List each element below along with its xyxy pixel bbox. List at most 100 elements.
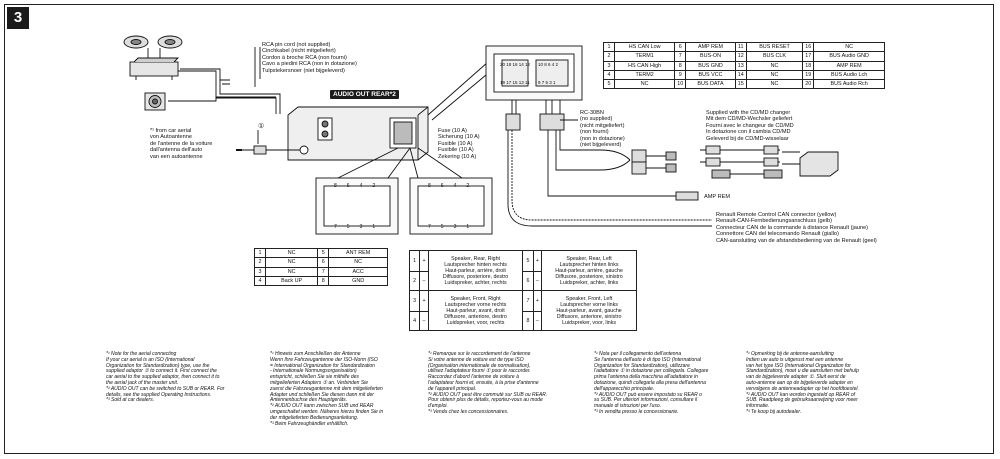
pin-number: 10 (674, 79, 687, 90)
pin-number: 2 (254, 257, 266, 268)
pin-number: 2 (603, 51, 615, 62)
svg-text:10 8 6 4 2: 10 8 6 4 2 (538, 62, 559, 67)
amp-rem-label: AMP REM (704, 194, 731, 200)
polarity: – (419, 271, 429, 291)
rc-30bn-label: RC-30BN (no supplied) (nicht mitgeliefer… (580, 110, 625, 149)
pin-number: 15 (734, 79, 747, 90)
pin-function: HS CAN High (613, 60, 676, 71)
polarity: + (532, 290, 543, 312)
pin-number: 13 (734, 60, 747, 71)
pin-function: NC (264, 266, 319, 277)
pin-function: TERM2 (613, 69, 676, 81)
pin-number: 19 (802, 69, 815, 81)
footnote-column: *¹ Note for the aerial connecting If you… (106, 351, 225, 404)
pin-function: BUS GND (685, 60, 736, 71)
section-number-badge: 3 (7, 7, 29, 29)
speaker-connector-bottom-pins: 7531 (428, 224, 480, 230)
renault-can-label: Renault Remote Control CAN connector (ye… (716, 212, 877, 244)
speaker-description: Speaker, Rear, Right Lautsprecher hinten… (427, 250, 524, 291)
pin-number: 3 (408, 290, 421, 312)
pin-number: 7 (674, 51, 687, 62)
cd-md-changer-icon (799, 151, 839, 177)
pin-function: BUS Audio Lch (813, 69, 885, 81)
footnote-column: *¹ Remarque sur le raccordement de l'ant… (428, 351, 548, 415)
pin-number: 8 (674, 60, 687, 71)
pin-function: BUS Audio Rch (813, 79, 885, 90)
cd-md-changer-label: Supplied with the CD/MD changer Mit dem … (706, 110, 794, 142)
rca-cord-label: RCA pin cord (not supplied) Cinchkabel (… (262, 42, 357, 74)
pin-number: 12 (734, 51, 747, 62)
car-aerial-label: *¹ from car aerial von Autoantenne de l'… (150, 128, 213, 160)
pin-function: TERM1 (613, 51, 676, 62)
pin-number: 9 (674, 69, 687, 81)
speaker-connector-table: 1 + Speaker, Rear, Right Lautsprecher hi… (408, 250, 637, 331)
pin-number: 8 (522, 311, 534, 331)
pin-number: 18 (802, 60, 815, 71)
pin-function: NC (328, 257, 388, 268)
pin-number: 2 (408, 271, 421, 291)
pin-function: ACC (328, 266, 388, 277)
pin-number: 4 (603, 69, 615, 81)
pin-function: BUS-ON (685, 51, 736, 62)
pin-number: 1 (408, 250, 421, 272)
pin-function: HS CAN Low (613, 41, 676, 53)
pin-function: BUS Audio GND (813, 51, 885, 62)
pin-number: 1 (254, 247, 266, 259)
pin-number: 5 (522, 250, 534, 272)
pin-number: 6 (522, 271, 534, 291)
pin-number: 20 (802, 79, 815, 90)
footnote-column: *¹ Hinweis zum Anschließen der Antenne W… (270, 351, 384, 427)
polarity: + (419, 250, 429, 272)
pin-function: AMP REM (685, 41, 736, 53)
pin-number: 5 (317, 247, 330, 259)
amplifier-icon (129, 61, 179, 77)
diagram-frame (4, 4, 994, 454)
footnote-column: *¹ Nota per il collegamento dell'antenna… (594, 351, 709, 415)
polarity: + (419, 290, 429, 312)
footnote-column: *¹ Opmerking bij de antenne-aansluiting … (746, 351, 859, 415)
pin-function: NC (813, 41, 885, 53)
speaker-connector-top-pins: 8642 (428, 183, 480, 189)
table-row: 4 – 8 – (408, 311, 637, 331)
pin-number: 6 (674, 41, 687, 53)
pin-number: 4 (254, 275, 266, 287)
pin-number: 17 (802, 51, 815, 62)
polarity: – (532, 271, 543, 291)
pin-function: NC (264, 257, 319, 268)
pin-function: NC (745, 60, 804, 71)
pin-number: 4 (408, 311, 421, 331)
pin-function: BUS DATA (685, 79, 736, 90)
pin-number: 8 (317, 275, 330, 287)
pin-number: 1 (603, 41, 615, 53)
adaptor-marker: ① (258, 123, 265, 130)
fuse-label: Fuse (10 A) Sicherung (10 A) Fusible (10… (438, 128, 480, 160)
polarity: – (419, 311, 429, 331)
pin-number: 5 (603, 79, 615, 90)
svg-text:19 17 15 13 11: 19 17 15 13 11 (500, 80, 530, 85)
power-connector-bottom-pins: 7531 (334, 224, 386, 230)
speaker-description: Speaker, Rear, Left Lautsprecher hinten … (541, 250, 637, 291)
pin-number: 7 (317, 266, 330, 277)
pin-number: 14 (734, 69, 747, 81)
pin-number: 3 (254, 266, 266, 277)
pin-function: BUS RESET (745, 41, 804, 53)
pin-number: 3 (603, 60, 615, 71)
pin-function: ANT REM (328, 247, 388, 259)
pin-function: NC (264, 247, 319, 259)
table-row: 3 + Speaker, Front, Right Lautsprecher v… (408, 290, 637, 331)
pin-function: NC (745, 79, 804, 90)
polarity: – (532, 311, 543, 331)
pin-number: 11 (734, 41, 747, 53)
pin-number: 7 (522, 290, 534, 312)
svg-text:9 7 5 3 1: 9 7 5 3 1 (538, 80, 556, 85)
pin-function: GND (328, 275, 388, 287)
